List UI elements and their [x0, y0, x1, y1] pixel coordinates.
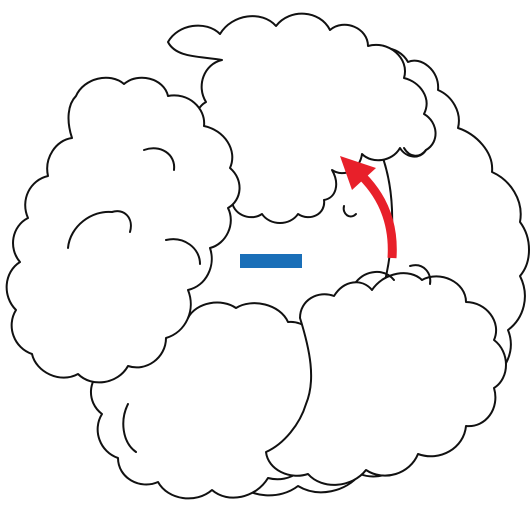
minus-bar-icon	[240, 254, 302, 268]
curved-arrow-icon	[340, 156, 392, 258]
